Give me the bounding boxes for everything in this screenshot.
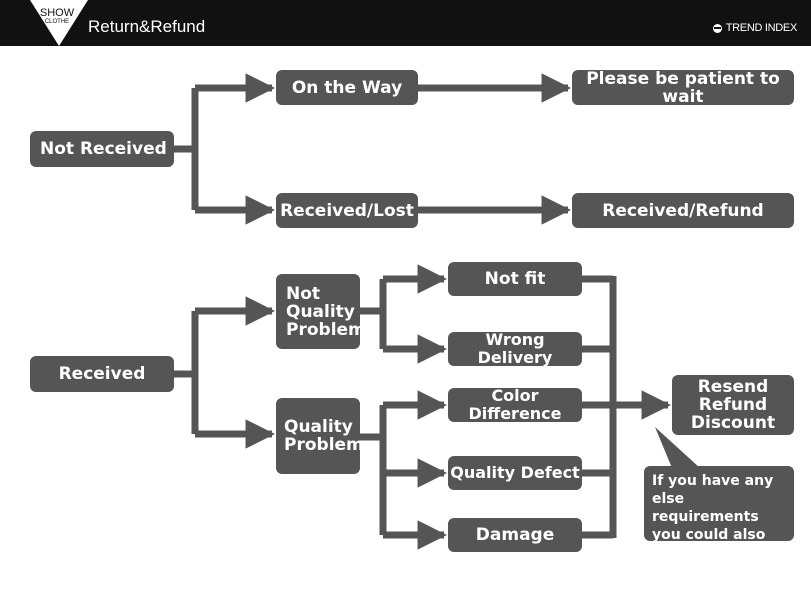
logo-subtext: CLOTHE	[44, 19, 70, 25]
node-resend-refund-discount: Resend Refund Discount	[672, 375, 794, 435]
node-quality-problem: Quality Problem	[276, 398, 364, 474]
node-not-fit: Not fit	[448, 262, 582, 296]
note-pointer	[655, 427, 700, 468]
page-title: Return&Refund	[88, 17, 206, 36]
node-not-received: Not Received	[30, 131, 174, 167]
circle-logo-icon	[712, 23, 722, 33]
node-on-the-way: On the Way	[276, 70, 418, 105]
node-wrong-delivery: Wrong Delivery	[448, 331, 582, 367]
node-quality-defect: Quality Defect	[448, 456, 582, 490]
logo-text: SHOW	[39, 7, 75, 19]
node-received-lost: Received/Lost	[276, 193, 418, 228]
node-damage: Damage	[448, 518, 582, 552]
header-bar: SHOW CLOTHE Return&Refund TREND INDEX	[0, 0, 811, 46]
node-be-patient: Please be patient to wait	[572, 70, 794, 106]
node-color-difference: Color Difference	[448, 387, 582, 423]
brand-text: TREND INDEX	[725, 22, 798, 34]
note-callout: If you have any else requirements you co…	[644, 466, 794, 561]
node-received-refund: Received/Refund	[572, 193, 794, 228]
node-not-quality-problem: Not Quality Problem	[276, 274, 366, 349]
node-received: Received	[30, 356, 174, 392]
brand: TREND INDEX	[712, 22, 798, 34]
logo-shape	[30, 0, 88, 46]
